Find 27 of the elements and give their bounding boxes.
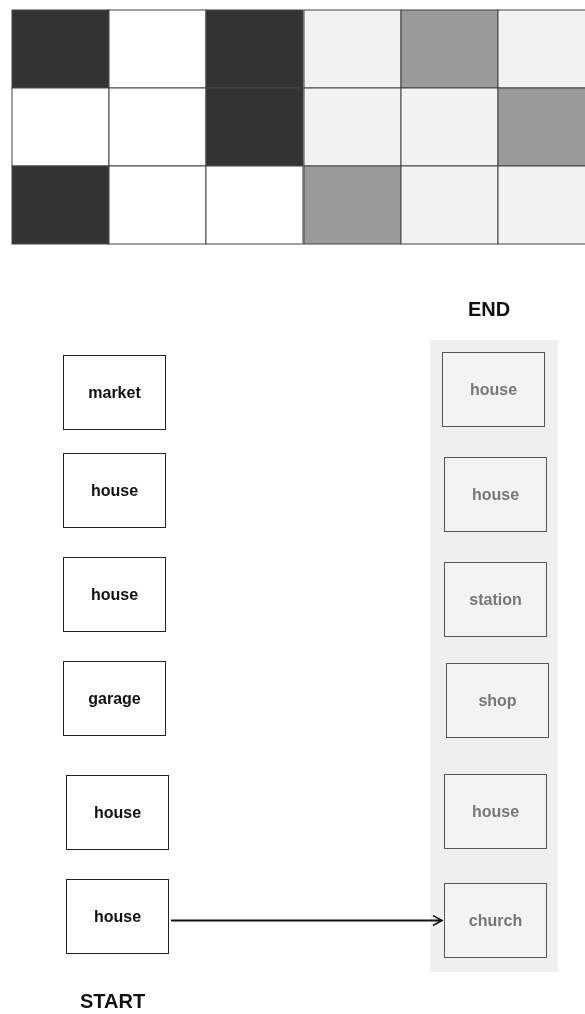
place-label: house: [90, 585, 139, 604]
place-label: market: [88, 383, 141, 402]
arrow: [170, 914, 443, 927]
place-label: church: [468, 911, 523, 930]
place-box: [63, 453, 166, 528]
place-box: [442, 352, 545, 427]
place-label: house: [471, 485, 520, 504]
place-box: [444, 457, 547, 532]
place-box: [66, 775, 169, 850]
place-label: house: [469, 380, 518, 399]
place-box: [63, 661, 166, 736]
place-box: [444, 774, 547, 849]
place-box: [444, 562, 547, 637]
place-box: [63, 355, 166, 430]
place-label: garage: [88, 689, 141, 708]
place-label: house: [93, 907, 142, 926]
place-label: house: [471, 802, 520, 821]
place-label: house: [90, 481, 139, 500]
place-label: shop: [478, 691, 517, 710]
column-heading: END: [468, 298, 511, 321]
column-heading: START: [80, 990, 146, 1013]
place-label: station: [469, 590, 522, 609]
place-box: [63, 557, 166, 632]
place-box: [444, 883, 547, 958]
place-label: house: [93, 803, 142, 822]
place-box: [66, 879, 169, 954]
place-box: [446, 663, 549, 738]
